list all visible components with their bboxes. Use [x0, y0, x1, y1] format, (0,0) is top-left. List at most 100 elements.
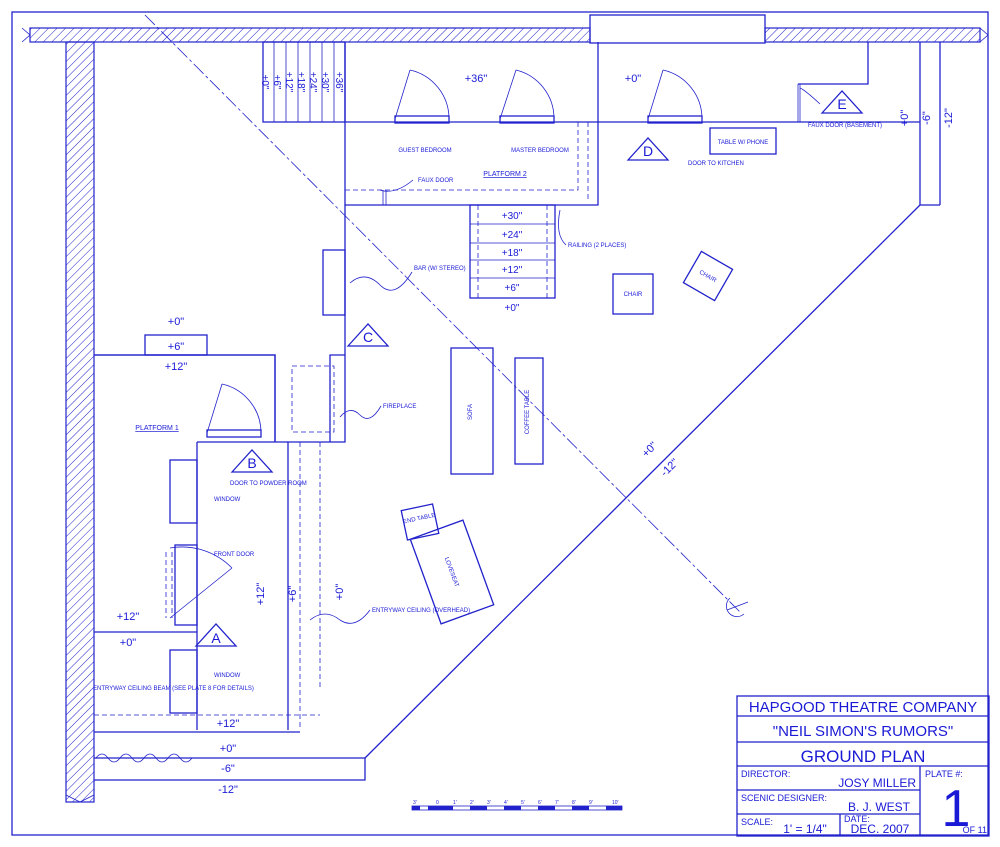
center-stair-0: +0": [505, 303, 520, 314]
scale-bar-label: 8': [572, 800, 576, 806]
faux-door-upper-label: FAUX DOOR: [418, 178, 454, 184]
powder-room-door: [206, 383, 262, 438]
chair-rotated: CHAIR: [682, 250, 734, 302]
powder-room-label: DOOR TO POWDER ROOM: [230, 481, 307, 487]
entry-bottom-elev: +12": [217, 718, 240, 730]
company-name: HAPGOOD THEATRE COMPANY: [749, 699, 977, 716]
entry-elev-6: +6": [287, 586, 299, 603]
faux-door-leader: [379, 179, 414, 192]
platform2-label: PLATFORM 2: [483, 171, 527, 178]
master-bedroom-label: MASTER BEDROOM: [511, 148, 569, 154]
chair-square: [612, 273, 654, 315]
guest-bedroom-label: GUEST BEDROOM: [398, 148, 451, 154]
scale-bar-label: 1': [453, 800, 457, 806]
marker-d: D: [626, 137, 670, 161]
railing-label: RAILING (2 PLACES): [568, 243, 626, 249]
stair-elev-12: +12": [283, 72, 294, 93]
stair-elev-18: +18": [295, 72, 306, 93]
right-elev-6: -6": [921, 111, 933, 125]
faux-door-upper: [382, 190, 387, 205]
centerline-icon: [726, 597, 749, 618]
marker-e-leader: [799, 87, 821, 105]
marker-e: E: [820, 90, 864, 114]
platform1-label: PLATFORM 1: [135, 425, 179, 432]
scale-bar-label: 7': [555, 800, 559, 806]
entry-beam-label: ENTRYWAY CEILING BEAM (SEE PLATE 8 FOR D…: [93, 686, 254, 692]
svg-text:END TABLE: END TABLE: [403, 513, 436, 526]
designer-label: SCENIC DESIGNER:: [741, 793, 827, 803]
fireplace: [291, 365, 335, 433]
apron-elev-0: +0": [220, 743, 237, 755]
stair-elev-36: +36": [333, 72, 344, 93]
diag-elev-0: +0": [640, 440, 660, 460]
plate-of: OF 11: [963, 825, 987, 835]
faux-basement-label: FAUX DOOR (BASEMENT): [808, 123, 882, 129]
entry-elev-0: +0": [334, 584, 346, 601]
guest-bedroom-door: [394, 69, 450, 124]
scale-value: 1' = 1/4": [783, 822, 827, 836]
step-bottom-elevation: +12": [165, 361, 188, 373]
apron-scallop: [95, 753, 193, 763]
show-title: "NEIL SIMON'S RUMORS": [773, 723, 953, 740]
marker-a: A: [194, 623, 238, 647]
svg-text:CHAIR: CHAIR: [698, 270, 718, 285]
apron-elev-6: -6": [221, 763, 235, 775]
scale-bar-label: 0: [436, 800, 439, 806]
table-phone-label: TABLE W/ PHONE: [718, 140, 769, 146]
scale-label: SCALE:: [741, 817, 773, 827]
title-block: [736, 695, 990, 837]
kitchen-door-label: DOOR TO KITCHEN: [688, 161, 744, 167]
window-lower-label: WINDOW: [214, 673, 241, 679]
stair-elev-6: +6": [271, 75, 282, 90]
stair-elev-0: +0": [259, 75, 270, 90]
interior-walls: [94, 205, 346, 730]
entry-ceiling-label: ENTRYWAY CEILING (OVERHEAD): [372, 608, 470, 614]
sheet-border: [11, 11, 989, 836]
entry-framing: [165, 441, 321, 730]
stair-elev-24: +24": [307, 72, 318, 93]
fireplace-label: FIREPLACE: [383, 404, 416, 410]
scale-bar-label: 2': [470, 800, 474, 806]
bar: [322, 249, 346, 316]
svg-text:E: E: [837, 96, 846, 112]
scale-bar-label: 3': [413, 800, 417, 806]
drawing-title: GROUND PLAN: [801, 747, 926, 766]
center-stair-12: +12": [502, 265, 523, 276]
designer-name: B. J. WEST: [848, 800, 911, 814]
center-stair-6: +6": [505, 283, 520, 294]
scale-bar-label: 4': [504, 800, 508, 806]
faux-basement-frame: [797, 84, 801, 122]
director-name: JOSY MILLER: [838, 776, 916, 790]
end-table: END TABLE: [400, 503, 440, 541]
entry-ceiling-leader: [309, 609, 371, 624]
bar-label: BAR (W/ STEREO): [414, 266, 466, 272]
table-with-phone: [709, 127, 777, 155]
platform2-elevation: +36": [465, 73, 488, 85]
kitchen-elevation: +0": [625, 73, 642, 85]
scale-bar-label: 9': [589, 800, 593, 806]
diag-elev-12: -12": [659, 457, 682, 480]
sofa-label: SOFA: [468, 404, 474, 420]
railing-leader: [558, 209, 567, 246]
bar-leader: [349, 271, 413, 291]
plate-label: PLATE #:: [925, 769, 963, 779]
right-elev-12: -12": [943, 108, 955, 128]
date-label: DATE:: [844, 814, 870, 824]
fireplace-leader: [339, 405, 382, 419]
coffee-table: [514, 357, 544, 465]
step-top-elevation: +0": [168, 316, 185, 328]
date-value: DEC. 2007: [851, 822, 910, 836]
diagonal-stage-edge: [364, 204, 921, 759]
plate-number: 1: [942, 780, 971, 838]
director-label: DIRECTOR:: [741, 769, 790, 779]
svg-text:LOVESEAT: LOVESEAT: [443, 557, 459, 589]
chair-label: CHAIR: [624, 292, 643, 298]
svg-text:B: B: [247, 455, 256, 471]
apron-elev-12: -12": [218, 784, 238, 796]
scale-bar-label: 5': [521, 800, 525, 806]
left-wall: [65, 41, 95, 803]
master-bedroom-door: [499, 69, 555, 124]
stair-elev-30: +30": [319, 72, 330, 93]
